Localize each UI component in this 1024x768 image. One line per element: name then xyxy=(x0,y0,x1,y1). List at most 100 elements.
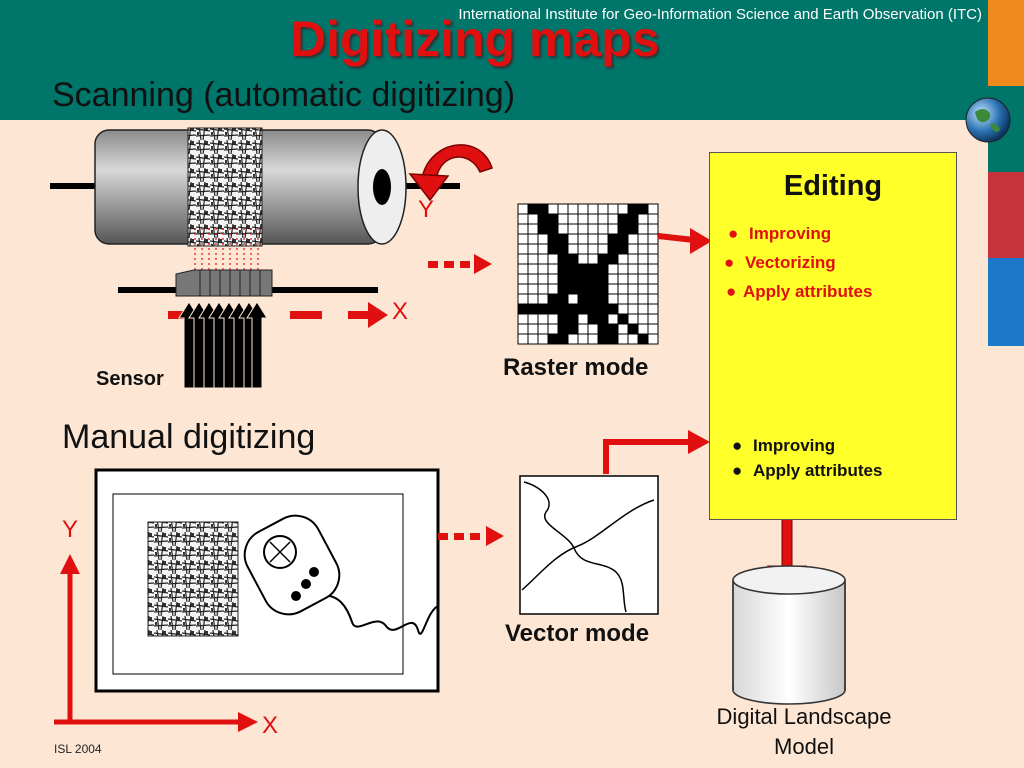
raster-cell xyxy=(637,233,649,245)
raster-cell xyxy=(627,333,639,345)
raster-cell xyxy=(627,253,639,265)
scan-beams xyxy=(194,228,259,272)
vector-mode-label: Vector mode xyxy=(505,620,650,647)
raster-cell xyxy=(607,283,619,295)
raster-cell xyxy=(567,323,579,335)
editing-title: Editing xyxy=(783,170,883,202)
raster-cell xyxy=(597,223,609,235)
raster-cell xyxy=(537,243,549,255)
raster-cell xyxy=(537,253,549,265)
raster-cell xyxy=(587,213,599,225)
raster-cell xyxy=(517,203,529,215)
raster-cell xyxy=(607,203,619,215)
raster-cell xyxy=(587,263,599,275)
raster-cell xyxy=(597,293,609,305)
raster-cell xyxy=(517,333,529,345)
vector-arrowhead xyxy=(688,430,710,454)
raster-cell xyxy=(567,303,579,315)
raster-cell xyxy=(617,283,629,295)
raster-cell xyxy=(627,303,639,315)
raster-cell xyxy=(617,233,629,245)
color-stripes xyxy=(988,0,1024,346)
raster-cell xyxy=(537,223,549,235)
raster-cell xyxy=(517,313,529,325)
raster-cell xyxy=(597,263,609,275)
raster-cell xyxy=(567,243,579,255)
raster-cell xyxy=(577,323,589,335)
raster-cell xyxy=(617,293,629,305)
vector-map xyxy=(519,475,659,615)
raster-cell xyxy=(627,283,639,295)
manual-axis-x-label: X xyxy=(262,712,279,739)
raster-cell xyxy=(607,333,619,345)
raster-cell xyxy=(567,273,579,285)
raster-cell xyxy=(617,273,629,285)
x-movement-arrow xyxy=(168,302,388,328)
raster-cell xyxy=(567,213,579,225)
raster-cell xyxy=(627,313,639,325)
raster-cell xyxy=(567,233,579,245)
scanning-heading: Scanning (automatic digitizing) xyxy=(52,76,516,114)
raster-cell xyxy=(597,243,609,255)
raster-cell xyxy=(527,243,539,255)
edit-item-raster: ● Apply attributes xyxy=(726,282,873,301)
raster-cell xyxy=(557,333,569,345)
manual-axis-y-label: Y xyxy=(62,516,79,543)
raster-cell xyxy=(557,253,569,265)
raster-cell xyxy=(557,263,569,275)
sensor-label: Sensor xyxy=(96,368,164,390)
raster-cell xyxy=(597,283,609,295)
raster-cell xyxy=(627,223,639,235)
raster-cell xyxy=(637,243,649,255)
raster-cell xyxy=(617,303,629,315)
raster-cell xyxy=(547,213,559,225)
raster-cell xyxy=(517,263,529,275)
editing-panel xyxy=(709,152,957,520)
raster-cell xyxy=(647,263,659,275)
raster-cell xyxy=(607,223,619,235)
raster-cell xyxy=(577,263,589,275)
raster-cell xyxy=(627,293,639,305)
raster-cell xyxy=(567,203,579,215)
raster-cell xyxy=(547,243,559,255)
raster-cell xyxy=(517,293,529,305)
raster-cell xyxy=(647,293,659,305)
raster-cell xyxy=(527,253,539,265)
raster-cell xyxy=(567,313,579,325)
raster-cell xyxy=(537,233,549,245)
raster-cell xyxy=(567,293,579,305)
raster-cell xyxy=(597,253,609,265)
raster-cell xyxy=(607,303,619,315)
raster-cell xyxy=(547,303,559,315)
raster-cell xyxy=(517,243,529,255)
raster-cell xyxy=(627,233,639,245)
raster-cell xyxy=(617,253,629,265)
raster-cell xyxy=(527,293,539,305)
raster-cell xyxy=(577,273,589,285)
raster-cell xyxy=(527,223,539,235)
raster-cell xyxy=(607,233,619,245)
raster-cell xyxy=(547,203,559,215)
raster-cell xyxy=(617,333,629,345)
raster-cell xyxy=(597,333,609,345)
raster-cell xyxy=(517,223,529,235)
raster-cell xyxy=(537,323,549,335)
raster-cell xyxy=(607,313,619,325)
raster-cell xyxy=(617,243,629,255)
raster-cell xyxy=(557,243,569,255)
raster-cell xyxy=(637,253,649,265)
raster-cell xyxy=(587,243,599,255)
raster-cell xyxy=(577,333,589,345)
raster-grid xyxy=(517,203,659,345)
raster-cell xyxy=(607,323,619,335)
raster-cell xyxy=(527,273,539,285)
edit-item-raster: ● Vectorizing xyxy=(724,253,836,272)
raster-cell xyxy=(577,233,589,245)
raster-cell xyxy=(537,213,549,225)
raster-cell xyxy=(637,283,649,295)
raster-cell xyxy=(637,203,649,215)
raster-cell xyxy=(537,273,549,285)
raster-to-editing-arrow xyxy=(657,228,712,254)
digital-landscape-model-label: Digital Landscape Model xyxy=(716,704,892,759)
raster-cell xyxy=(537,283,549,295)
